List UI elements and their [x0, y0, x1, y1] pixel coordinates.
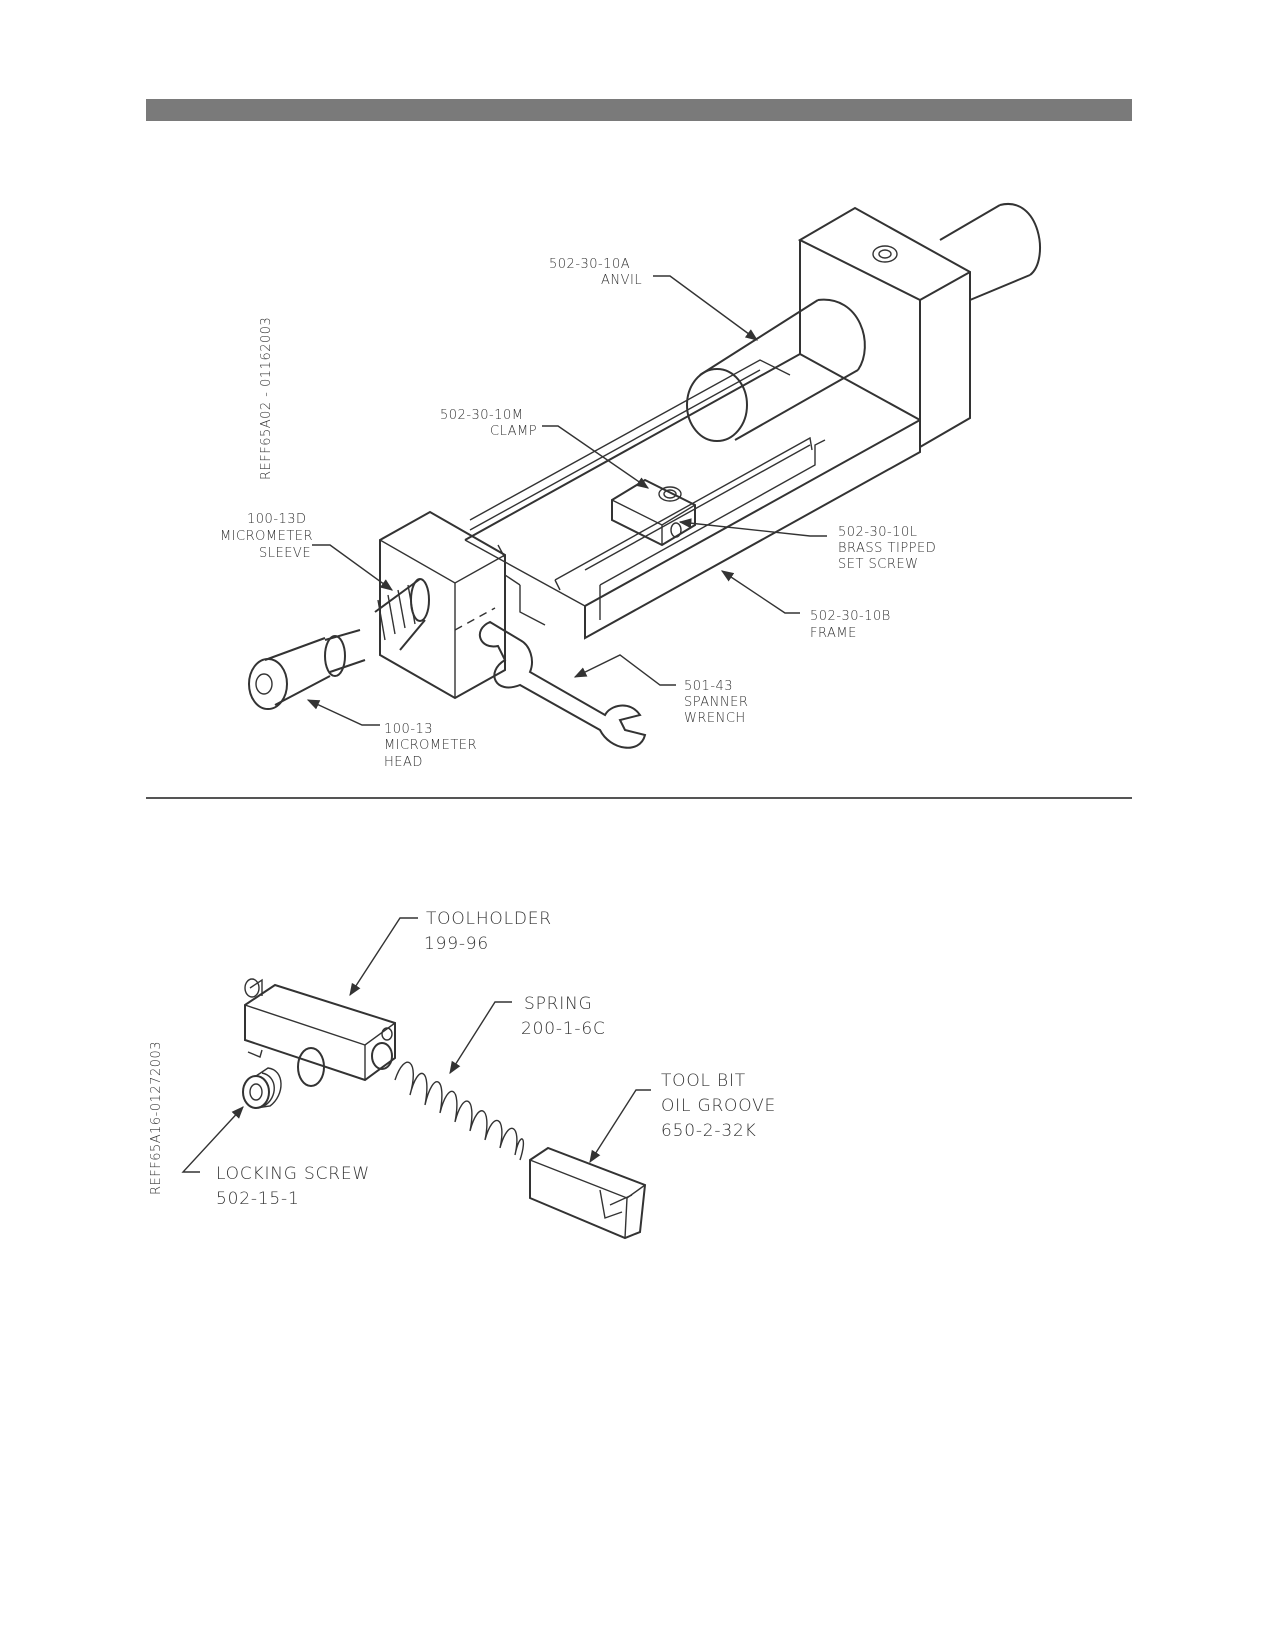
- toolbit-label-2: OIL GROOVE: [661, 1096, 776, 1116]
- toolbit-part-number: 650-2-32K: [661, 1121, 757, 1141]
- toolholder-label: TOOLHOLDER: [426, 909, 552, 929]
- spring-label: SPRING: [524, 994, 593, 1014]
- section-divider: [146, 797, 1132, 799]
- sleeve-label-2: SLEEVE: [259, 546, 311, 561]
- lockscrew-part-number: 502-15-1: [216, 1189, 300, 1209]
- front-block-drawing: [379, 510, 506, 700]
- tool-bit-drawing: [529, 1146, 647, 1240]
- frame-drawing: [464, 352, 921, 640]
- sleeve-label-1: MICROMETER: [220, 529, 313, 544]
- anvil-drawing: [686, 298, 866, 442]
- clamp-label: CLAMP: [490, 424, 537, 439]
- clamp-drawing: [611, 478, 696, 547]
- toolbit-label-1: TOOL BIT: [661, 1071, 746, 1091]
- toolholder-part-number: 199-96: [424, 934, 489, 954]
- head-part-number: 100-13: [384, 722, 433, 737]
- figure-1-leaders: [306, 275, 827, 726]
- spanner-wrench-drawing: [478, 620, 647, 749]
- header-bar: [146, 99, 1132, 121]
- head-label-1: MICROMETER: [384, 738, 477, 753]
- figure-2-leaders: [181, 917, 651, 1173]
- setscrew-part-number: 502-30-10L: [838, 525, 918, 540]
- wrench-label-1: SPANNER: [684, 695, 748, 710]
- setscrew-label-1: BRASS TIPPED: [838, 541, 936, 556]
- figure-1-reference: REFF65A02 - 01162003: [259, 317, 274, 480]
- frame-label: FRAME: [810, 626, 857, 641]
- figure-1-micrometer-fixture: 502-30-10A ANVIL 502-30-10M CLAMP 100-13…: [220, 202, 1041, 770]
- upright-block-drawing: [797, 202, 1041, 449]
- clamp-part-number: 502-30-10M: [440, 408, 524, 423]
- toolholder-drawing: [244, 978, 396, 1087]
- spring-drawing: [394, 1061, 524, 1161]
- frame-part-number: 502-30-10B: [810, 609, 891, 624]
- wrench-label-2: WRENCH: [684, 711, 746, 726]
- wrench-part-number: 501-43: [684, 679, 733, 694]
- sleeve-part-number: 100-13D: [247, 512, 307, 527]
- head-label-2: HEAD: [384, 755, 423, 770]
- anvil-label: ANVIL: [601, 273, 642, 288]
- lockscrew-label: LOCKING SCREW: [216, 1164, 370, 1184]
- figure-2-toolholder-assembly: TOOLHOLDER 199-96 SPRING 200-1-6C TOOL B…: [149, 909, 776, 1240]
- locking-screw-drawing: [242, 1067, 282, 1109]
- micrometer-drawing: [248, 578, 430, 710]
- figure-2-reference: REFF65A16-01272003: [149, 1041, 164, 1195]
- anvil-part-number: 502-30-10A: [549, 257, 630, 272]
- setscrew-label-2: SET SCREW: [838, 557, 918, 572]
- spring-part-number: 200-1-6C: [521, 1019, 606, 1039]
